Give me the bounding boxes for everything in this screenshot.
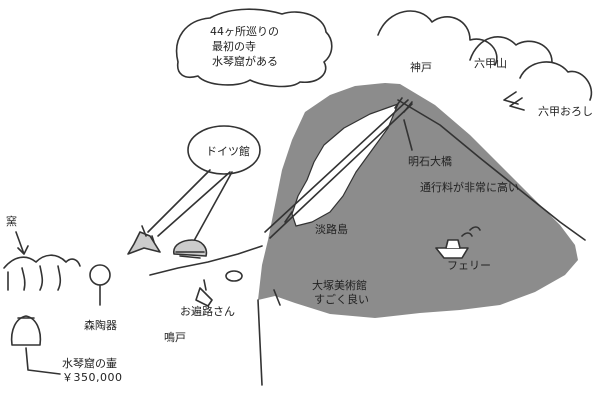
pointer-line-temple (147, 169, 231, 237)
pointer-line-doitsukan (189, 171, 233, 249)
bubble-line-1: 44ヶ所巡りの (210, 25, 279, 38)
label-doitsukan: ドイツ館 (206, 145, 250, 158)
jar-icon (10, 315, 42, 346)
museum-icon (225, 270, 243, 282)
lower-coast (149, 245, 263, 276)
building-icon (173, 239, 208, 259)
cloud-1 (377, 10, 498, 66)
label-shinraki: 森陶器 (84, 319, 117, 332)
pilgrim-icon (195, 279, 213, 307)
label-toll-note: 通行料が非常に高い (420, 181, 519, 194)
bridge-towers (284, 97, 413, 223)
wind-arrow-icon (503, 91, 525, 111)
label-ferry: フェリー (447, 259, 491, 272)
label-museum-line-1: 大塚美術館 (312, 279, 367, 292)
naruto-road (257, 289, 281, 386)
label-price: ￥350,000 (62, 371, 123, 384)
label-naruto: 鳴戸 (164, 331, 186, 344)
bubble-line-2: 最初の寺 (212, 40, 256, 53)
label-museum-line-2: すごく良い (314, 293, 369, 306)
bubble-line-3: 水琴窟がある (212, 55, 278, 68)
temple-icon (127, 225, 161, 255)
cloud-3 (519, 61, 593, 101)
akashi-bridge (264, 99, 413, 239)
label-awajishima: 淡路島 (315, 223, 348, 236)
speech-bubble-outline (175, 8, 333, 88)
label-kobe: 神戸 (410, 61, 432, 74)
mainland-coast (397, 99, 586, 241)
label-rokkosan: 六甲山 (474, 57, 507, 70)
jar-pointer (25, 347, 61, 375)
ferry-icon (435, 226, 481, 259)
label-ohenro: お遍路さん (180, 305, 235, 318)
doitsukan-bubble (187, 125, 261, 175)
pottery-tree-icon (89, 264, 111, 306)
kiln-arrow (15, 231, 29, 255)
cloud-2 (469, 36, 553, 63)
label-rokko-oroshi: 六甲おろし (538, 105, 593, 118)
label-akashi-bridge: 明石大橋 (408, 155, 452, 168)
label-suikinkutsu-jar: 水琴窟の壷 (62, 357, 117, 370)
label-kama: 窯 (6, 215, 17, 228)
kiln-icon (3, 254, 81, 291)
akashi-label-leader (403, 119, 413, 151)
